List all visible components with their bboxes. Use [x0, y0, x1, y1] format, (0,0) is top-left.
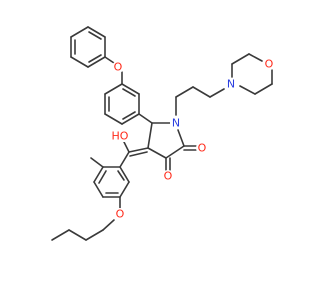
butoxy-oxygen: O [114, 208, 126, 221]
svg-text:O: O [198, 142, 207, 155]
ring-nitrogen: N [170, 117, 182, 130]
svg-text:N: N [227, 78, 235, 91]
phenoxy-bond-1 [104, 56, 115, 64]
svg-text:O: O [114, 61, 123, 74]
hydroxyl-bond [123, 141, 130, 153]
svg-text:O: O [164, 170, 173, 183]
butoxy-chain [51, 196, 121, 241]
middle-phenyl-ring [104, 83, 140, 125]
phenoxy-phenyl-ring [70, 26, 106, 68]
svg-text:O: O [116, 208, 125, 221]
bond-layer [51, 26, 273, 241]
morpholine-oxygen: O [263, 58, 275, 71]
hydroxyl-group: HO [110, 130, 130, 143]
morpholine-nitrogen: N [225, 78, 237, 91]
pyrrolidine-ring [147, 122, 185, 159]
carbonyl-oxygen-1: O [196, 142, 208, 155]
exocyclic-double-b [129, 151, 148, 157]
svg-text:HO: HO [112, 130, 129, 143]
propyl-chain [175, 86, 225, 116]
morpholine-ring [231, 53, 273, 95]
aryl-ring-bond [138, 113, 153, 124]
carbonyl-oxygen-2: O [162, 170, 174, 183]
phenoxy-oxygen: O [112, 61, 124, 74]
butoxy-aryl-ring [93, 151, 130, 198]
molecule-structure-diagram: O N O N O O HO O [51, 26, 275, 241]
exocyclic-double-a [128, 147, 149, 153]
methyl-bond [90, 157, 104, 168]
svg-text:N: N [172, 117, 180, 130]
svg-text:O: O [265, 58, 274, 71]
atom-label-layer: O N O N O O HO O [110, 58, 275, 221]
